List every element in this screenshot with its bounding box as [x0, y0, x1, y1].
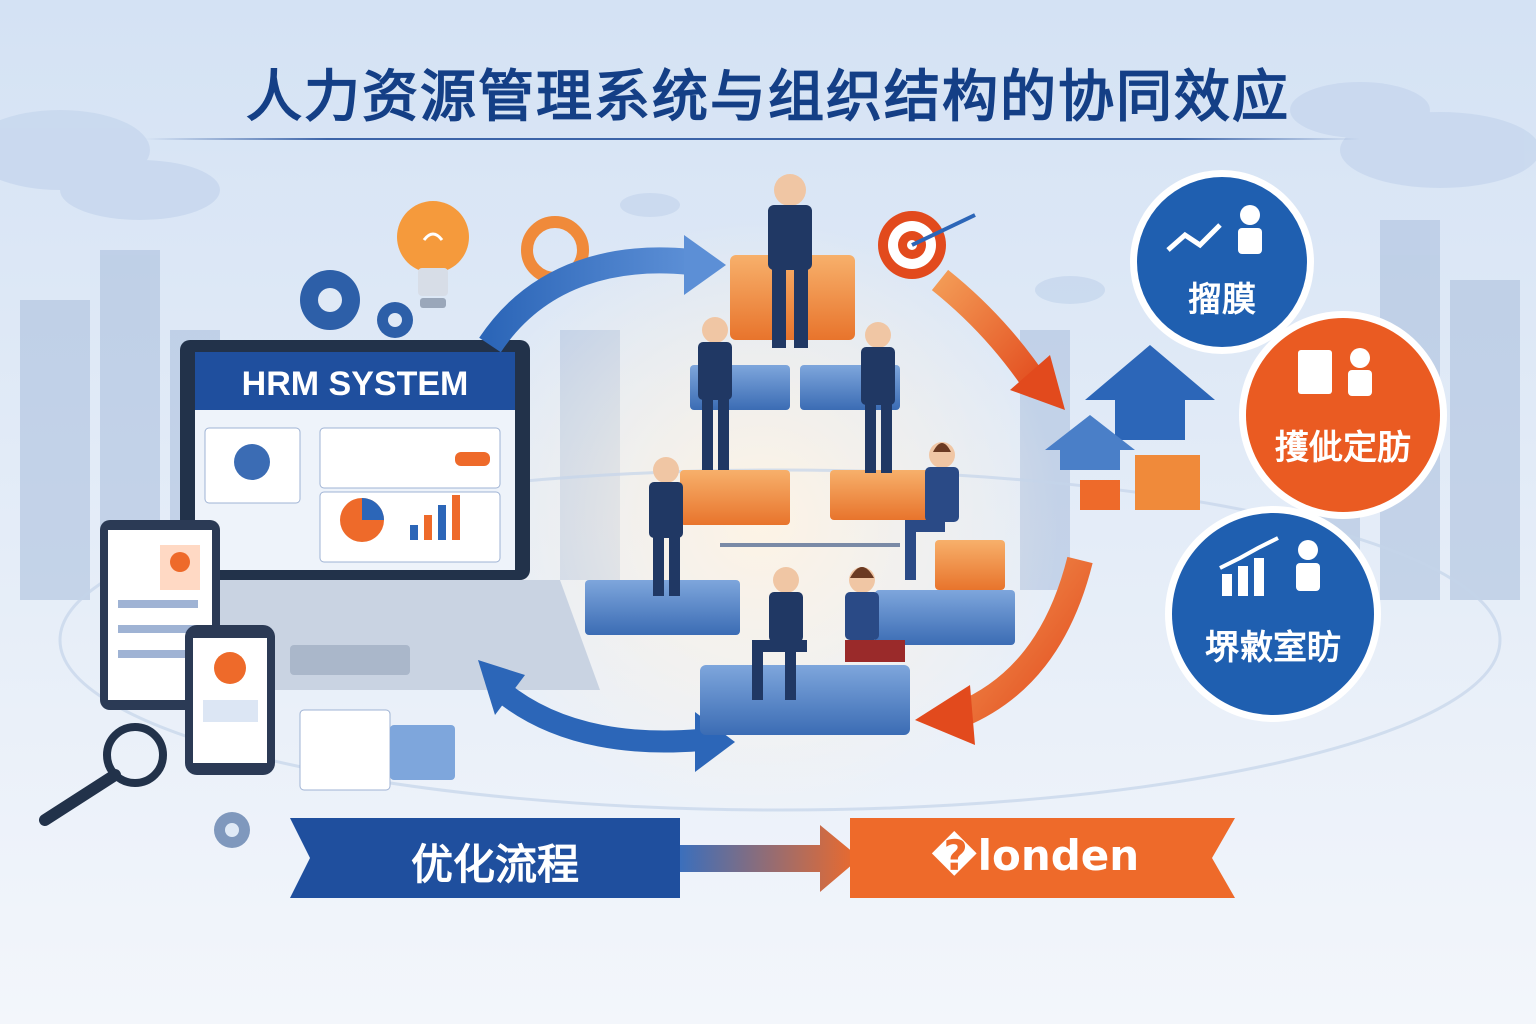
arrow-head: [684, 235, 726, 295]
page-title: 人力资源管理系统与组织结构的协同效应: [246, 65, 1290, 130]
laptop-screen-title: HRM SYSTEM: [241, 365, 469, 403]
person-figure: [752, 567, 807, 700]
smartphone: [185, 625, 275, 775]
growth-arrows-icon: [1045, 345, 1215, 510]
badge-circle-1: [1130, 170, 1314, 354]
ribbon-right-label: �londen: [930, 831, 1140, 880]
person-figure: [845, 567, 905, 662]
badge-label-3: 堺敹室眆: [1205, 628, 1341, 668]
document-stack: [299, 709, 455, 791]
target-icon: [878, 211, 976, 279]
person-figure: [768, 174, 812, 348]
magnifier-icon: [39, 723, 167, 826]
person-figure: [649, 457, 683, 596]
people-figures: [649, 174, 959, 700]
ribbon-left-label: 优化流程: [410, 840, 579, 889]
ribbon-right: [850, 818, 1235, 898]
lightbulb-icon: [397, 201, 469, 308]
person-figure: [905, 442, 959, 580]
ribbon-left: [290, 818, 680, 898]
title-divider: [145, 138, 1360, 140]
arrow-head: [478, 660, 525, 715]
arrow-return: [954, 556, 1093, 727]
badge-label-1: 㨨膜: [1188, 280, 1256, 320]
arrow-head: [1010, 355, 1065, 410]
ribbon-arrow: [680, 825, 860, 892]
arrow-to-org: [479, 247, 692, 353]
person-figure: [861, 322, 895, 473]
badge-circle-2: [1239, 311, 1447, 519]
arrow-head: [915, 685, 975, 745]
cloud-group: [0, 82, 1536, 304]
arrow-feedback: [492, 681, 701, 753]
badge-label-2: 擭佌定肪: [1275, 428, 1411, 468]
badge-circle-3: [1165, 506, 1381, 722]
person-figure: [698, 317, 732, 470]
